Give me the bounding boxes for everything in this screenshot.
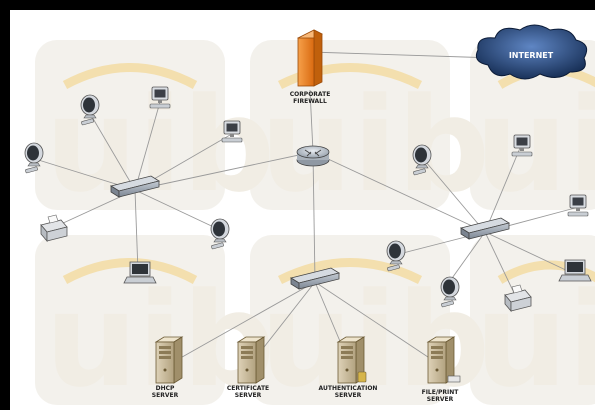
internet-label: INTERNET <box>509 51 554 60</box>
certificate-label-2: SERVER <box>235 392 262 399</box>
certificate-label-1: CERTIFICATE <box>227 385 269 392</box>
corporate-firewall-icon <box>297 29 323 87</box>
fileprint-label-2: SERVER <box>427 396 454 403</box>
svg-text:uib: uib <box>475 264 595 410</box>
internet-cloud-icon <box>475 24 588 80</box>
desktop-pc-icon <box>221 120 243 143</box>
dhcp-label-1: DHCP <box>156 385 175 392</box>
firewall-label-2: FIREWALL <box>293 98 327 105</box>
fileprint-label-1: FILE/PRINT <box>422 389 460 396</box>
desktop-pc-icon <box>149 86 171 109</box>
dhcp-label-2: SERVER <box>152 392 179 399</box>
diagram-svg: uib uib uib uib uib uib C <box>24 24 595 410</box>
dhcp-server-icon <box>155 336 183 384</box>
authentication-label-2: SERVER <box>335 392 362 399</box>
lock-icon <box>357 371 367 383</box>
svg-text:uib: uib <box>260 69 490 221</box>
desktop-pc-icon <box>511 134 533 157</box>
svg-text:uib: uib <box>45 264 275 410</box>
router-icon <box>296 145 330 167</box>
firewall-label-1: CORPORATE <box>290 91 331 98</box>
certificate-server-icon <box>237 336 265 384</box>
authentication-label-1: AUTHENTICATION <box>319 385 378 392</box>
print-icon <box>447 375 461 383</box>
desktop-pc-icon <box>567 194 589 217</box>
network-diagram: uib uib uib uib uib uib C <box>10 10 595 410</box>
